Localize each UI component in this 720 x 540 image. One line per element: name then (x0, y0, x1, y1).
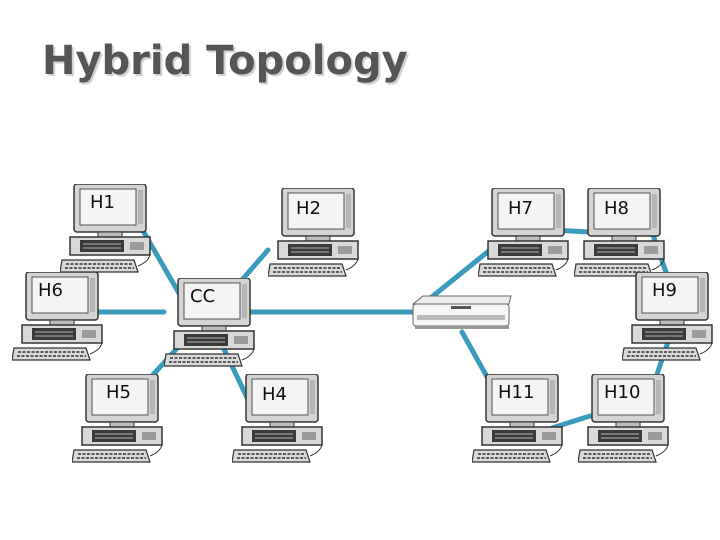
host-h4: H4 (232, 374, 323, 463)
host-h8: H8 (574, 188, 665, 277)
host-label: H2 (296, 198, 321, 219)
network-switch-icon (411, 295, 512, 329)
host-label: H11 (498, 382, 534, 403)
host-label: H9 (652, 280, 677, 301)
host-label: H10 (604, 382, 640, 403)
host-label: H7 (508, 198, 533, 219)
host-label: H6 (38, 280, 63, 301)
link-h1-cc (135, 219, 183, 298)
host-h2: H2 (268, 188, 359, 277)
host-h11: H11 (472, 374, 563, 463)
host-label: H5 (106, 382, 131, 403)
link-switch-h7 (425, 247, 493, 303)
host-h10: H10 (578, 374, 669, 463)
host-h1: H1 (60, 184, 151, 273)
host-h9: H9 (622, 272, 713, 361)
host-label: CC (190, 286, 215, 307)
host-h7: H7 (478, 188, 569, 277)
host-label: H1 (90, 192, 115, 213)
host-label: H8 (604, 198, 629, 219)
host-h6: H6 (12, 272, 103, 361)
link-h10-h11 (549, 413, 593, 431)
central-computer-cc: CC (164, 278, 255, 367)
host-label: H4 (262, 384, 287, 405)
host-h5: H5 (72, 374, 163, 463)
page-title: Hybrid Topology (42, 38, 408, 84)
